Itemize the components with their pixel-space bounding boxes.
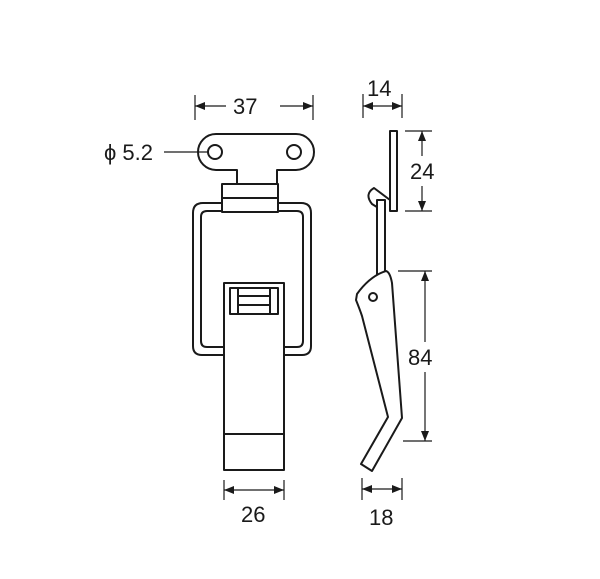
- svg-text:37: 37: [233, 94, 257, 119]
- svg-text:26: 26: [241, 502, 265, 527]
- dim-lever-throw: 18: [361, 478, 403, 530]
- hole-diameter-label: ϕ 5.2: [104, 140, 153, 165]
- side-view: 14 24 84 18: [355, 76, 434, 530]
- dim-side-thickness: 14: [362, 76, 403, 118]
- side-lever: [355, 270, 403, 472]
- dim-plate-width: 37: [194, 94, 314, 120]
- screw-hole-right: [286, 144, 302, 160]
- svg-text:18: 18: [369, 505, 393, 530]
- dim-lever-width: 26: [223, 480, 285, 527]
- dim-lever-length: 84: [398, 270, 432, 442]
- svg-text:14: 14: [367, 76, 391, 101]
- side-pivot: [368, 292, 378, 302]
- side-plate: [389, 130, 398, 212]
- side-hook: [367, 187, 391, 213]
- svg-text:84: 84: [408, 345, 432, 370]
- front-view: ϕ 5.2 37 26: [104, 94, 315, 527]
- dim-hook-height: 24: [405, 130, 434, 212]
- svg-text:24: 24: [410, 159, 434, 184]
